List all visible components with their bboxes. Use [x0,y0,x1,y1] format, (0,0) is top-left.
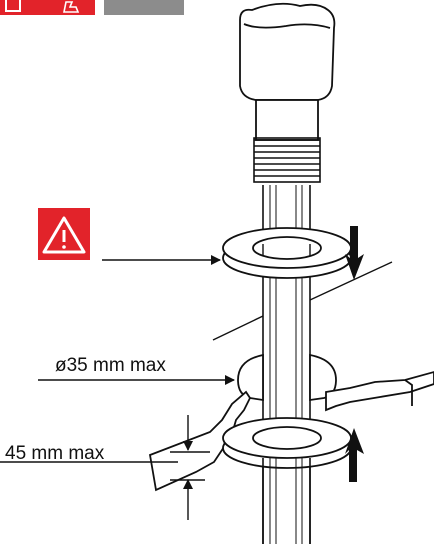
door-icon [5,0,21,12]
up-arrow-icon [345,428,364,482]
pipe-lower [262,458,311,544]
leader-lines [0,255,235,520]
hole-bulge [237,353,337,402]
header-badges [0,0,184,15]
thread [253,137,321,183]
lower-washer [222,417,352,469]
upper-washer [222,227,352,279]
handle [239,2,336,183]
down-arrow-icon [345,226,364,280]
diameter-label: ø35 mm max [55,355,166,376]
red-tab [0,0,95,15]
surface-lines [212,261,393,341]
gray-tab [104,0,184,15]
warning-triangle-icon [38,208,90,260]
hand-tool-icon [63,1,80,13]
thickness-label: 45 mm max [5,443,105,464]
mounting-plate [148,371,434,492]
